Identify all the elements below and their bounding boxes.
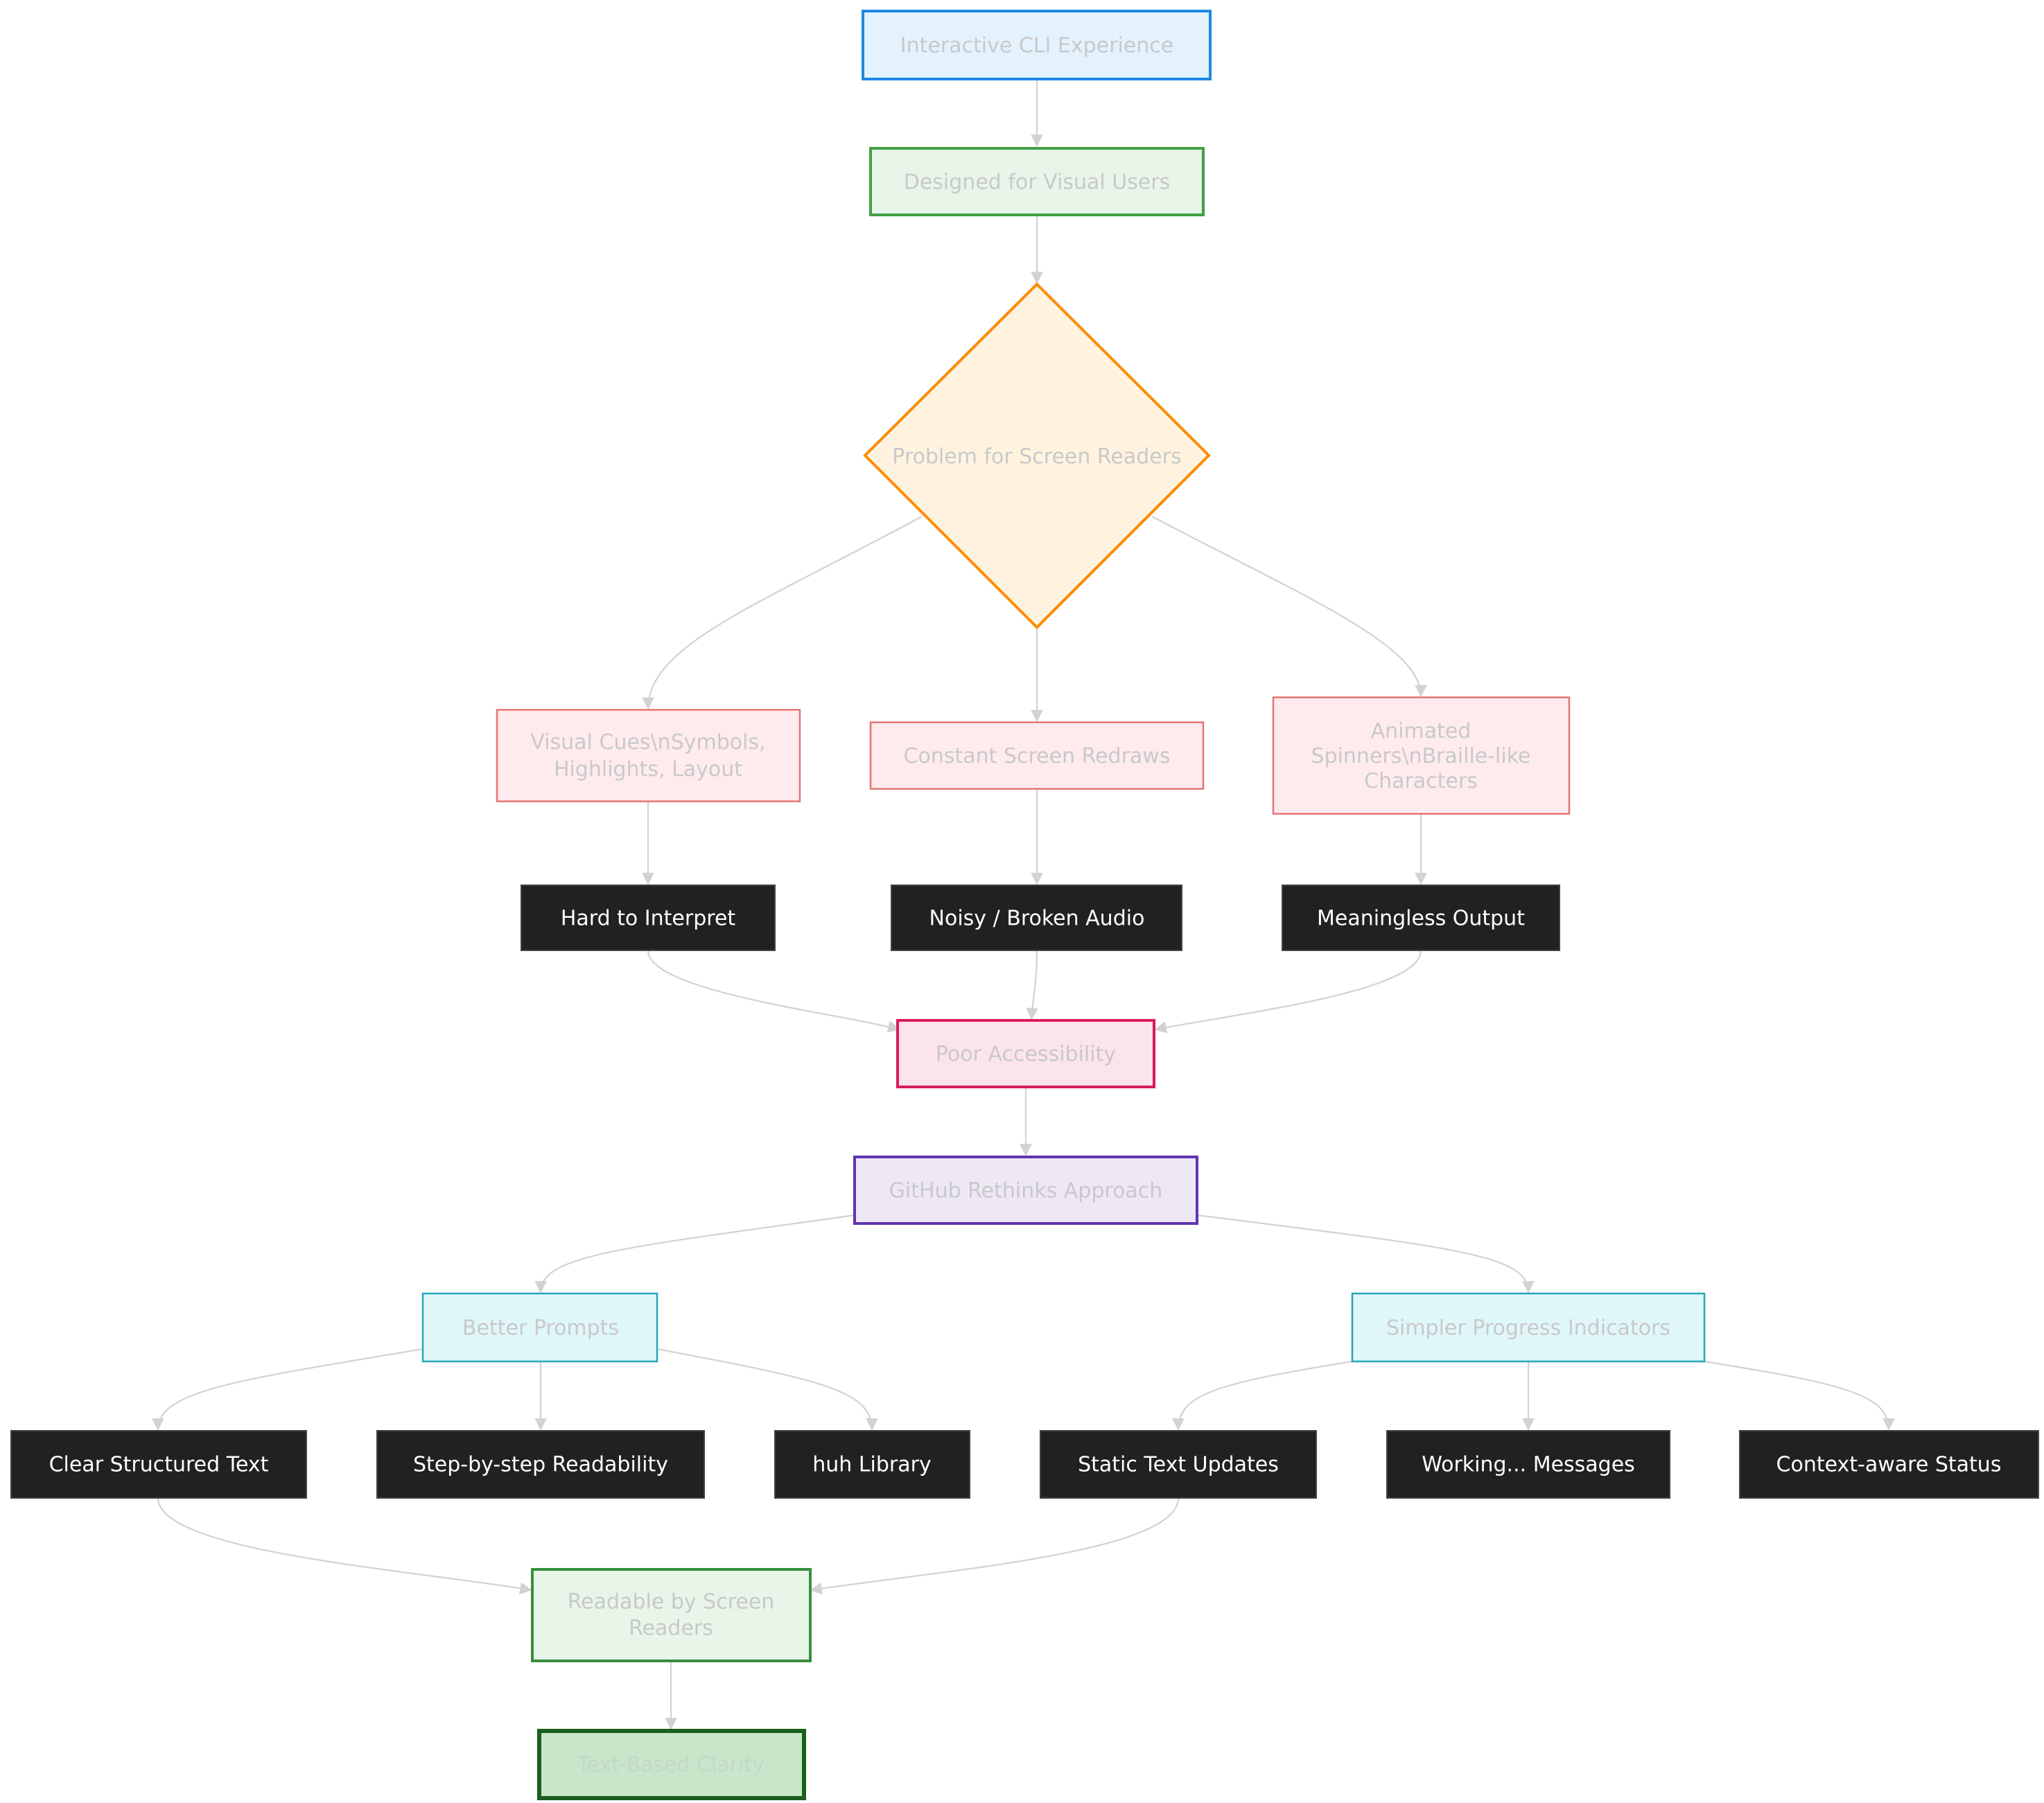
node-cues[interactable]: Visual Cues\nSymbols, Highlights, Layout (496, 708, 801, 803)
edge-prompts-huh (656, 1348, 878, 1431)
edge-progress-static (1172, 1360, 1353, 1431)
node-working-label: Working... Messages (1422, 1453, 1635, 1477)
node-clarity[interactable]: Text-Based Clarity (537, 1729, 806, 1800)
node-redraws-label: Constant Screen Redraws (904, 744, 1171, 769)
node-noisy-label: Noisy / Broken Audio (929, 907, 1145, 931)
node-spinners-line-3: Characters (1364, 769, 1478, 794)
node-static[interactable]: Static Text Updates (1040, 1430, 1317, 1499)
node-github[interactable]: GitHub Rethinks Approach (853, 1156, 1198, 1225)
node-cli[interactable]: Interactive CLI Experience (862, 10, 1212, 80)
node-readable-line-1: Readable by Screen (568, 1590, 775, 1614)
node-meaningless[interactable]: Meaningless Output (1282, 885, 1560, 951)
node-clear-label: Clear Structured Text (49, 1453, 269, 1477)
edge-meaningless-poor (1154, 950, 1422, 1034)
node-poor[interactable]: Poor Accessibility (896, 1019, 1155, 1088)
node-interpret[interactable]: Hard to Interpret (521, 885, 776, 951)
node-context-label: Context-aware Status (1776, 1453, 2002, 1477)
edge-github-prompts (534, 1214, 855, 1294)
node-redraws[interactable]: Constant Screen Redraws (869, 721, 1205, 790)
edge-problem-cues (642, 516, 923, 710)
node-prompts-label: Better Prompts (462, 1316, 619, 1341)
node-readable[interactable]: Readable by Screen Readers (531, 1568, 812, 1662)
node-interpret-label: Hard to Interpret (561, 907, 736, 931)
edge-github-progress (1196, 1214, 1535, 1294)
node-noisy[interactable]: Noisy / Broken Audio (891, 885, 1182, 951)
node-context[interactable]: Context-aware Status (1739, 1430, 2039, 1499)
node-prompts[interactable]: Better Prompts (421, 1292, 658, 1363)
node-working[interactable]: Working... Messages (1386, 1430, 1670, 1499)
edge-progress-context (1704, 1360, 1895, 1431)
nodes: Interactive CLI Experience Designed for … (10, 10, 2039, 1800)
node-progress-label: Simpler Progress Indicators (1386, 1316, 1670, 1341)
node-cli-label: Interactive CLI Experience (900, 34, 1173, 58)
node-cues-line-2: Highlights, Layout (554, 758, 742, 782)
edge-clear-readable (157, 1497, 532, 1594)
node-clarity-label: Text-Based Clarity (577, 1753, 765, 1777)
node-static-label: Static Text Updates (1078, 1453, 1279, 1477)
node-visual-label: Designed for Visual Users (904, 171, 1171, 195)
node-visual[interactable]: Designed for Visual Users (869, 147, 1205, 216)
node-github-label: GitHub Rethinks Approach (889, 1179, 1163, 1203)
edges (152, 79, 1895, 1730)
node-step[interactable]: Step-by-step Readability (376, 1430, 705, 1499)
node-spinners-line-2: Spinners\nBraille-like (1311, 744, 1530, 769)
node-huh-label: huh Library (812, 1453, 931, 1477)
edge-static-readable (810, 1497, 1180, 1595)
node-clear[interactable]: Clear Structured Text (10, 1430, 307, 1499)
node-cues-line-1: Visual Cues\nSymbols, (530, 731, 765, 755)
edge-prompts-clear (152, 1348, 423, 1431)
node-poor-label: Poor Accessibility (936, 1043, 1116, 1067)
node-progress[interactable]: Simpler Progress Indicators (1351, 1292, 1706, 1363)
node-problem[interactable]: Problem for Screen Readers (863, 282, 1211, 629)
node-problem-label: Problem for Screen Readers (892, 445, 1181, 469)
edge-interpret-poor (647, 950, 900, 1033)
node-spinners[interactable]: Animated Spinners\nBraille-like Characte… (1272, 696, 1571, 815)
node-spinners-line-1: Animated (1371, 720, 1471, 744)
edge-problem-spinners (1151, 516, 1427, 697)
node-huh[interactable]: huh Library (774, 1430, 970, 1499)
node-meaningless-label: Meaningless Output (1317, 907, 1525, 931)
node-step-label: Step-by-step Readability (413, 1453, 668, 1477)
node-readable-line-2: Readers (629, 1617, 713, 1641)
edge-noisy-poor (1026, 950, 1038, 1020)
